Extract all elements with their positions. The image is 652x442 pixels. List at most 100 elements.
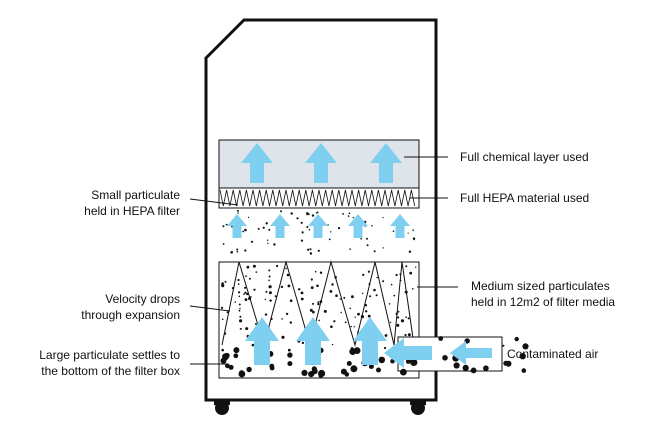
medium-particle (407, 317, 410, 320)
medium-particle (239, 319, 243, 323)
medium-particle (323, 309, 327, 313)
small-particle (373, 250, 376, 253)
medium-particle (312, 310, 315, 314)
large-particle (233, 353, 239, 359)
medium-particle (400, 319, 405, 323)
medium-particle (238, 303, 241, 306)
medium-particle (243, 293, 245, 296)
medium-particle (274, 295, 277, 298)
small-particle (413, 238, 415, 241)
medium-particle (393, 294, 396, 297)
airflow-arrow-icon (296, 317, 330, 365)
inlet-particle (502, 344, 505, 347)
hepa-filter-layer (218, 187, 420, 209)
medium-particle (280, 285, 284, 289)
large-particle (222, 353, 229, 361)
medium-particle (364, 304, 368, 307)
medium-particle (238, 309, 241, 312)
medium-particle (238, 291, 241, 294)
medium-particle (415, 266, 417, 268)
small-particle (311, 214, 315, 217)
large-particle (353, 347, 361, 354)
medium-particle (407, 333, 411, 337)
medium-particle (397, 310, 400, 313)
medium-particle (397, 316, 400, 319)
medium-particle (289, 299, 293, 303)
medium-particle (268, 279, 270, 282)
medium-particle (399, 273, 402, 276)
small-particle (349, 248, 351, 250)
small-particle (225, 223, 228, 226)
small-particle (309, 248, 312, 251)
medium-particle (319, 300, 323, 303)
small-particle (280, 210, 282, 213)
inlet-large-particle (462, 364, 469, 371)
medium-particle (245, 275, 247, 277)
medium-particle (255, 271, 258, 273)
large-particle (287, 361, 293, 367)
medium-particle (231, 287, 235, 290)
label-hepa-material: Full HEPA material used (460, 191, 589, 205)
medium-particle (354, 316, 356, 318)
label-small-particulate-1: Small particulate (91, 188, 180, 202)
medium-particle (316, 284, 319, 288)
medium-particle (365, 310, 368, 313)
medium-particle (331, 343, 334, 346)
airflow-arrow-icon (227, 214, 247, 238)
medium-particle (367, 270, 370, 273)
small-particle (412, 229, 415, 231)
small-particle (290, 212, 293, 215)
medium-particle (357, 331, 359, 333)
medium-particle (412, 288, 414, 290)
medium-particle (350, 325, 352, 328)
medium-particle (333, 320, 336, 323)
small-particle (309, 252, 313, 255)
medium-particle (376, 276, 379, 279)
medium-particle (268, 269, 271, 272)
airflow-arrow-icon (245, 317, 279, 365)
medium-particle (264, 298, 266, 301)
label-medium-particulates-2: held in 12m2 of filter media (471, 295, 615, 309)
medium-particle (237, 278, 240, 282)
medium-particle (388, 303, 391, 305)
small-particle (392, 230, 395, 232)
medium-particle (285, 267, 287, 270)
small-particle (330, 231, 332, 233)
medium-particle (329, 290, 333, 293)
small-particle (382, 247, 384, 249)
medium-particle (224, 332, 227, 335)
medium-particle (245, 327, 249, 331)
medium-particle (244, 298, 248, 301)
medium-particle (319, 271, 323, 274)
label-large-particulate-2: the bottom of the filter box (41, 364, 180, 378)
medium-particle (239, 315, 242, 318)
medium-particle (287, 348, 291, 352)
small-particle (348, 212, 351, 215)
medium-particle (240, 328, 242, 330)
filter-media-pleats (221, 260, 415, 347)
small-particle (242, 230, 245, 233)
small-particle (337, 227, 341, 230)
medium-particle (238, 295, 241, 298)
medium-particle (390, 283, 393, 286)
medium-particle (221, 348, 224, 352)
medium-particle (362, 273, 365, 276)
small-particle (268, 228, 271, 231)
small-particle (244, 228, 247, 232)
medium-particle (368, 283, 371, 285)
label-contaminated-air: Contaminated air (507, 347, 598, 361)
small-particle (257, 227, 260, 230)
small-particle (262, 226, 265, 229)
medium-particle (264, 313, 268, 316)
medium-particle (318, 319, 321, 322)
medium-particle (246, 265, 250, 269)
small-particle (244, 249, 247, 252)
inlet-large-particle (514, 336, 519, 342)
label-chemical-layer: Full chemical layer used (460, 150, 589, 164)
small-particle (342, 213, 344, 215)
medium-particle (255, 323, 257, 325)
medium-particle (334, 276, 337, 279)
medium-particle (246, 292, 249, 296)
small-particle (327, 224, 329, 226)
